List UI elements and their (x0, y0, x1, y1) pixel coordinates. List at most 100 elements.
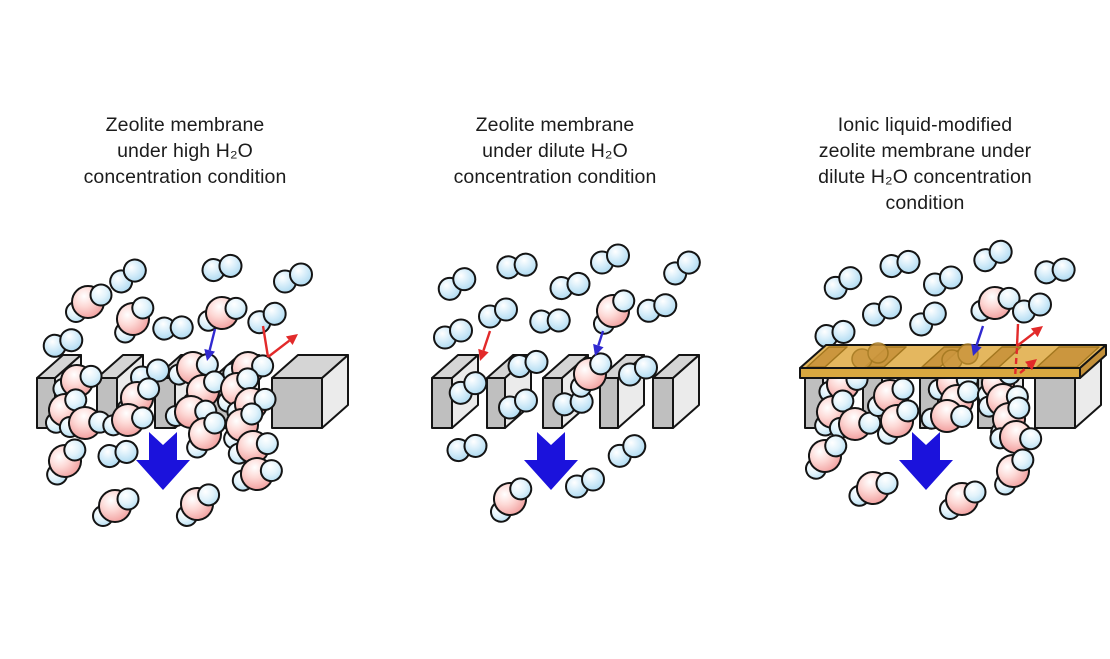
arrow-head-segment (1016, 326, 1043, 347)
gas-molecule (437, 267, 477, 301)
water-molecule (92, 487, 140, 527)
water-molecule (970, 286, 1021, 322)
gas-molecule (879, 249, 921, 279)
title-line: concentration condition (83, 166, 287, 188)
membrane-pore-molecules (814, 362, 1043, 454)
gas-molecule (273, 262, 313, 294)
gas-blocked-dashed-line (1013, 347, 1019, 379)
gas-molecule (814, 319, 856, 349)
membrane-slab (431, 354, 479, 429)
water-molecule (994, 448, 1035, 496)
gas-reject-arrow (261, 325, 298, 358)
gas-blocked-arrow (1019, 359, 1037, 374)
gas-molecule (549, 271, 591, 301)
water-molecule (186, 411, 227, 459)
gas-molecule (1034, 257, 1076, 285)
panel-title: Zeolite membrane under high H₂O concentrat… (0, 112, 370, 226)
water-molecule (65, 283, 113, 323)
water-molecule (102, 403, 155, 437)
title-line: under high H₂O (117, 140, 253, 162)
gas-molecule (42, 328, 84, 358)
membrane-slab (652, 354, 700, 429)
gas-molecule (823, 266, 863, 300)
water-molecule (920, 399, 974, 433)
ionic-liquid-layer (799, 342, 1107, 379)
arrow-head-segment (267, 334, 298, 358)
membrane-pore-molecules (44, 351, 279, 465)
water-molecule (175, 483, 221, 527)
gas-molecule (565, 467, 605, 499)
gas-molecule (247, 301, 287, 335)
gas-molecule (973, 239, 1013, 273)
panel-title: Zeolite membrane under dilute H₂O concentr… (370, 112, 740, 226)
membrane-diagram-high-h2o (36, 253, 349, 527)
gas-molecule (618, 355, 658, 387)
gas-molecule (448, 371, 488, 405)
feed-side-molecules (814, 239, 1076, 349)
feed-side-molecules (433, 243, 701, 350)
gas-molecule (109, 258, 147, 294)
water-molecule (814, 389, 855, 437)
title-line: zeolite membrane under (818, 140, 1032, 162)
water-entry-arrow (204, 328, 217, 361)
water-molecule (227, 430, 279, 465)
gas-molecule (97, 439, 139, 469)
water-molecule (197, 296, 248, 332)
water-molecule (939, 480, 987, 520)
gas-molecule (201, 253, 243, 283)
water-molecule (848, 471, 899, 507)
water-molecule (114, 296, 155, 344)
water-molecule (231, 457, 283, 492)
membrane-diagram-ionic-liquid (799, 239, 1107, 520)
membrane-pore-molecules (448, 349, 658, 420)
panel-dilute-h2o: Zeolite membrane under dilute H₂O concentr… (370, 112, 740, 546)
water-molecule (46, 438, 87, 486)
water-entry-arrow (593, 330, 605, 356)
zeolite-membrane-figure: Zeolite membrane under high H₂O concentrat… (0, 112, 1110, 546)
title-line: concentration condition (453, 166, 657, 188)
gas-reject-arrow (478, 330, 492, 361)
gas-molecule (498, 388, 538, 420)
water-entry-arrow (971, 325, 985, 356)
water-molecule (569, 352, 613, 398)
title-line: under dilute H₂O (482, 140, 628, 162)
title-line: dilute H₂O concentration (818, 166, 1032, 188)
membrane-diagram-dilute-h2o (431, 243, 701, 523)
permeate-side-molecules (46, 438, 283, 527)
title-line: Zeolite membrane (105, 114, 265, 136)
gas-molecule (607, 434, 647, 468)
gas-molecule (433, 318, 473, 350)
gas-molecule (507, 349, 549, 379)
gas-molecule (152, 315, 194, 341)
permeate-flux-arrow (899, 432, 953, 490)
gas-reject-arrow (1015, 323, 1043, 347)
permeate-side-molecules (446, 433, 647, 523)
gas-molecule (636, 293, 678, 323)
water-molecule (867, 377, 915, 417)
membrane-slab (271, 354, 349, 429)
gas-molecule (590, 243, 630, 275)
gas-molecule (1012, 292, 1052, 324)
gas-molecule (529, 308, 571, 334)
panel-high-h2o: Zeolite membrane under high H₂O concentrat… (0, 112, 370, 546)
permeate-flux-arrow (524, 432, 578, 490)
gas-molecule (478, 297, 518, 329)
gas-molecule (923, 265, 963, 297)
permeate-side-molecules (804, 434, 1035, 520)
water-molecule (876, 399, 920, 445)
water-molecule (164, 395, 218, 429)
title-line: Zeolite membrane (475, 114, 635, 136)
gas-molecule (496, 252, 538, 280)
permeate-flux-arrow (136, 432, 190, 490)
water-molecule (58, 406, 112, 440)
water-molecule (989, 420, 1043, 454)
water-molecule (804, 434, 848, 480)
gas-molecule (862, 295, 902, 327)
gas-molecule (909, 301, 947, 337)
water-molecule (592, 289, 636, 335)
gas-molecule (446, 433, 488, 463)
water-molecule (828, 407, 882, 441)
